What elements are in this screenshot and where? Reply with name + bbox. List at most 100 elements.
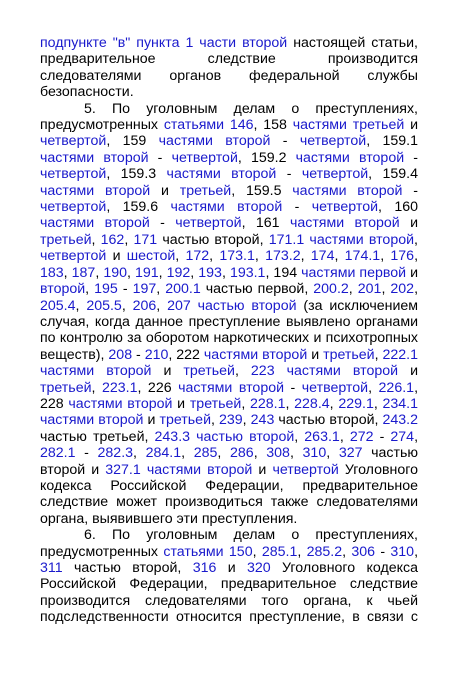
- law-reference-link[interactable]: четвертой: [301, 379, 369, 396]
- law-reference-link[interactable]: четвертой: [40, 248, 107, 265]
- law-reference-link[interactable]: 228.1: [249, 395, 286, 412]
- law-reference-link[interactable]: четвертой: [299, 133, 367, 150]
- law-reference-link[interactable]: 206: [132, 297, 157, 314]
- law-reference-link[interactable]: третьей: [183, 363, 235, 380]
- law-reference-link[interactable]: шестой: [126, 248, 176, 265]
- law-reference-link[interactable]: 223.1: [101, 379, 138, 396]
- law-reference-link[interactable]: частями второй: [40, 182, 151, 199]
- law-reference-link[interactable]: 311: [40, 560, 63, 576]
- law-reference-link[interactable]: четвертой: [40, 166, 107, 183]
- law-reference-link[interactable]: 174.1: [344, 248, 381, 265]
- law-reference-link[interactable]: 316: [192, 560, 217, 576]
- law-reference-link[interactable]: третьей: [179, 182, 232, 199]
- law-reference-link[interactable]: 284.1: [145, 445, 182, 462]
- law-reference-link[interactable]: 310: [302, 445, 327, 462]
- law-reference-link[interactable]: 282.3: [97, 445, 134, 462]
- law-reference-link[interactable]: 171.1 частями второй: [268, 231, 415, 248]
- law-reference-link[interactable]: 285.2: [306, 543, 343, 560]
- law-reference-link[interactable]: третьей: [40, 231, 92, 248]
- law-reference-link[interactable]: 320: [247, 560, 271, 576]
- law-reference-link[interactable]: третьей: [323, 346, 375, 363]
- law-reference-link[interactable]: четвертой: [40, 133, 107, 150]
- law-reference-link[interactable]: 191: [134, 264, 159, 281]
- law-reference-link[interactable]: четвертой: [301, 166, 369, 183]
- law-reference-link[interactable]: четвертой: [171, 149, 238, 166]
- text-run: ,: [297, 543, 307, 560]
- law-reference-link[interactable]: 172: [185, 248, 210, 265]
- law-reference-link[interactable]: второй: [40, 281, 86, 298]
- law-reference-link[interactable]: 234.1 частями второй: [40, 395, 419, 429]
- law-reference-link[interactable]: частями второй: [203, 346, 308, 363]
- law-reference-link[interactable]: 285: [193, 445, 218, 462]
- law-reference-link[interactable]: частями второй: [178, 379, 285, 396]
- law-reference-link[interactable]: 286: [230, 445, 254, 462]
- law-reference-link[interactable]: 195: [94, 281, 118, 298]
- law-reference-link[interactable]: 187: [71, 264, 96, 281]
- law-reference-link[interactable]: частями первой: [301, 264, 407, 281]
- law-reference-link[interactable]: 162: [100, 231, 125, 248]
- law-reference-link[interactable]: 222.1 частями второй: [40, 346, 418, 380]
- text-run: ,: [254, 248, 266, 265]
- law-reference-link[interactable]: 205.4: [40, 297, 76, 314]
- law-reference-link[interactable]: частями второй: [40, 149, 149, 166]
- law-reference-link[interactable]: 201: [357, 281, 382, 298]
- law-reference-link[interactable]: 239: [219, 412, 243, 429]
- law-reference-link[interactable]: частями второй: [289, 215, 400, 232]
- law-reference-link[interactable]: частями второй: [292, 182, 403, 199]
- law-reference-link[interactable]: 173.2: [265, 248, 301, 265]
- law-reference-link[interactable]: 327: [338, 445, 363, 462]
- law-reference-link[interactable]: четвертой: [272, 461, 339, 478]
- law-reference-link[interactable]: 192: [166, 264, 191, 281]
- law-reference-link[interactable]: четвертой: [311, 199, 379, 216]
- law-reference-link[interactable]: 197: [132, 281, 157, 298]
- law-reference-link[interactable]: статьями 146: [163, 117, 254, 134]
- law-reference-link[interactable]: статьями 150: [163, 543, 253, 560]
- law-reference-link[interactable]: 200.1: [165, 281, 201, 298]
- law-reference-link[interactable]: подпункте "в" пункта 1 части второй: [40, 35, 288, 51]
- law-reference-link[interactable]: 226.1: [378, 379, 415, 396]
- law-reference-link[interactable]: частями третьей: [292, 117, 405, 134]
- law-reference-link[interactable]: частями второй: [158, 133, 271, 150]
- law-reference-link[interactable]: 285.1: [261, 543, 298, 560]
- law-reference-link[interactable]: частями второй: [68, 395, 173, 412]
- law-reference-link[interactable]: 183: [40, 264, 64, 281]
- law-reference-link[interactable]: 229.1: [338, 395, 374, 412]
- text-run: ,: [414, 543, 419, 560]
- law-reference-link[interactable]: 308: [266, 445, 290, 462]
- law-reference-link[interactable]: частями второй: [295, 149, 405, 166]
- law-reference-link[interactable]: 272: [349, 428, 374, 445]
- law-reference-link[interactable]: 243.3 частью второй: [154, 428, 295, 445]
- law-reference-link[interactable]: третьей: [189, 395, 242, 412]
- law-reference-link[interactable]: 243.2: [382, 412, 419, 429]
- law-reference-link[interactable]: 193: [198, 264, 222, 281]
- law-reference-link[interactable]: четвертой: [40, 199, 107, 216]
- law-reference-link[interactable]: 176: [390, 248, 415, 265]
- law-reference-link[interactable]: 190: [103, 264, 127, 281]
- law-reference-link[interactable]: частями второй: [166, 166, 277, 183]
- law-reference-link[interactable]: 208: [108, 346, 133, 363]
- law-reference-link[interactable]: 274: [390, 428, 415, 445]
- law-reference-link[interactable]: 263.1: [304, 428, 340, 445]
- law-reference-link[interactable]: 210: [144, 346, 169, 363]
- text-run: и: [307, 346, 324, 363]
- law-reference-link[interactable]: 310: [390, 543, 415, 560]
- law-reference-link[interactable]: четвертой: [175, 215, 242, 232]
- law-reference-link[interactable]: 282.1: [40, 445, 76, 462]
- law-reference-link[interactable]: третьей: [40, 379, 92, 396]
- law-reference-link[interactable]: третьей: [159, 412, 211, 429]
- law-reference-link[interactable]: 202: [390, 281, 415, 298]
- law-reference-link[interactable]: 223 частями второй: [250, 363, 399, 380]
- law-reference-link[interactable]: 327.1 частями второй: [105, 461, 253, 478]
- law-reference-link[interactable]: частями второй: [40, 215, 150, 232]
- law-reference-link[interactable]: 228.4: [294, 395, 330, 412]
- law-reference-link[interactable]: 306: [351, 543, 376, 560]
- law-reference-link[interactable]: 200.2: [313, 281, 349, 298]
- law-reference-link[interactable]: 193.1: [229, 264, 266, 281]
- law-reference-link[interactable]: частями второй: [170, 199, 283, 216]
- law-reference-link[interactable]: 171: [133, 231, 158, 248]
- law-reference-link[interactable]: 205.5: [86, 297, 122, 314]
- law-reference-link[interactable]: 243: [250, 412, 275, 429]
- law-reference-link[interactable]: 174: [310, 248, 335, 265]
- law-reference-link[interactable]: 173.1: [219, 248, 255, 265]
- law-reference-link[interactable]: 207 частью второй: [167, 297, 297, 314]
